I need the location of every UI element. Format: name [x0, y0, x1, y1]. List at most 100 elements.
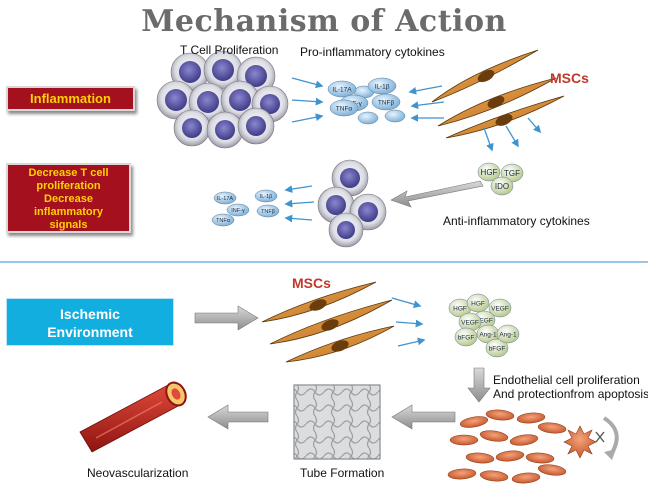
molecule-blob: IL-1β [254, 189, 278, 203]
molecule-label: IDO [495, 182, 509, 191]
msc-cell [437, 77, 557, 127]
inflammation-box: Inflammation [6, 86, 135, 111]
msc-cells-top [431, 49, 565, 139]
molecule-label: TNFβ [378, 99, 395, 106]
molecule-label: TNFβ [261, 209, 275, 215]
anti-inflammatory-label: Anti-inflammatory cytokines [443, 214, 590, 228]
molecule-blob: IL-1β [367, 77, 397, 95]
endothelial-cell [485, 409, 515, 421]
molecule-label: HGF [471, 300, 485, 307]
molecule-label: VEGF [461, 319, 479, 326]
molecule-label: IL-17A [332, 86, 352, 93]
tube-formation-image [293, 384, 381, 460]
endothelial-cell [459, 416, 489, 428]
endothelial-cell [516, 412, 546, 424]
molecule-blob: bFGF [454, 327, 478, 347]
molecule-blob: bFGF [485, 338, 509, 358]
msc-cell [445, 95, 565, 139]
decrease-line: Decrease T cell [28, 167, 109, 179]
molecule-blob: TNFα [329, 99, 359, 117]
ischemic-line: Environment [47, 324, 133, 340]
molecule-blob: INF-γ [226, 203, 250, 217]
molecule-label: HGF [481, 168, 498, 177]
t-cell [156, 80, 196, 120]
molecule-label: TNFα [336, 105, 353, 112]
page-title: Mechanism of Action [141, 4, 507, 39]
decrease-signals-box: Decrease T cell proliferation Decrease i… [6, 163, 131, 233]
tube-formation-label: Tube Formation [300, 466, 385, 480]
molecule-label: Ang-1 [479, 331, 497, 338]
molecule-blob: Ang-1 [496, 324, 520, 344]
msc-cell [285, 325, 395, 363]
msc-cell [261, 281, 377, 323]
arrows-msc-to-growth-factors [391, 297, 426, 347]
blood-vessel-icon [79, 381, 187, 453]
t-cell-proliferation-label: T Cell Proliferation [180, 43, 279, 57]
t-cell-cluster [156, 50, 289, 149]
decrease-line: inflammatory [33, 206, 104, 218]
gray-arrow-tube-to-vessel [207, 404, 269, 430]
msc-cells-bottom [261, 281, 395, 363]
molecule-label: TGF [504, 169, 520, 178]
arrows-msc-down [483, 117, 542, 152]
apoptosis-block [563, 416, 619, 460]
arrows-tcell-to-cytokines [291, 77, 324, 123]
endothelial-cell [465, 452, 495, 464]
t-cell [328, 212, 364, 248]
endothelial-cell [509, 434, 539, 446]
molecule-blob [357, 111, 379, 125]
msc-label-top: MSCs [550, 70, 589, 86]
molecule-label: Ang-1 [499, 331, 517, 338]
apoptotic-cell [563, 425, 597, 459]
molecule-label: VEGF [475, 317, 493, 324]
t-cell [173, 109, 211, 147]
endothelial-cell [479, 470, 509, 482]
gray-arrow-endo-to-tube [391, 404, 456, 430]
molecule-blob: TNFα [211, 213, 235, 227]
molecule-label: INF-γ [231, 208, 245, 214]
arrows-tcell-to-reduced-cytokines [284, 185, 315, 223]
msc-cell [431, 49, 539, 103]
neovascularization-label: Neovascularization [87, 466, 189, 480]
molecule-blob: VEGF [488, 298, 512, 318]
gray-arrow-ischemic-to-msc [194, 305, 259, 331]
ischemic-environment-box: Ischemic Environment [6, 298, 174, 346]
molecule-label: TNFα [216, 218, 231, 224]
molecule-label: HGF [453, 305, 467, 312]
arrows-msc-to-cytokines [408, 85, 445, 122]
t-cell [331, 159, 369, 197]
endothelial-label: Endothelial cell proliferation And prote… [493, 373, 648, 401]
molecule-blob: VEGF [458, 312, 482, 332]
molecule-blob: HGF [477, 162, 501, 182]
endothelial-cell [525, 452, 555, 464]
molecule-label: IL-17A [217, 196, 234, 202]
molecule-blob: TNFβ [256, 204, 280, 218]
t-cell [220, 80, 260, 120]
msc-label-bottom: MSCs [292, 275, 331, 291]
decrease-line: Decrease [44, 193, 93, 205]
gray-arrow-anti-to-tcell [390, 180, 484, 208]
molecule-blob: IDO [490, 176, 514, 196]
gray-arrow-down [467, 367, 491, 403]
msc-cell [269, 299, 393, 345]
endothelial-line: Endothelial cell proliferation [493, 373, 640, 387]
molecule-label: IL-1β [375, 83, 390, 90]
molecule-blob: IL-17A [327, 80, 357, 98]
molecule-label: bFGF [489, 345, 506, 352]
t-cell [237, 107, 275, 145]
anti-cytokine-cluster: HGF TGF IDO [477, 162, 524, 196]
endothelial-cell [537, 464, 567, 476]
molecule-label: IL-1β [260, 194, 273, 200]
endothelial-cell [495, 450, 525, 462]
endothelial-line: And protectionfrom apoptosis [493, 387, 648, 401]
block-x [595, 431, 605, 443]
endothelial-cell-group [447, 409, 567, 484]
t-cell-cluster-reduced [317, 159, 387, 248]
t-cell [203, 50, 243, 90]
endothelial-cell [537, 422, 567, 434]
molecule-label: VEGF [491, 305, 509, 312]
